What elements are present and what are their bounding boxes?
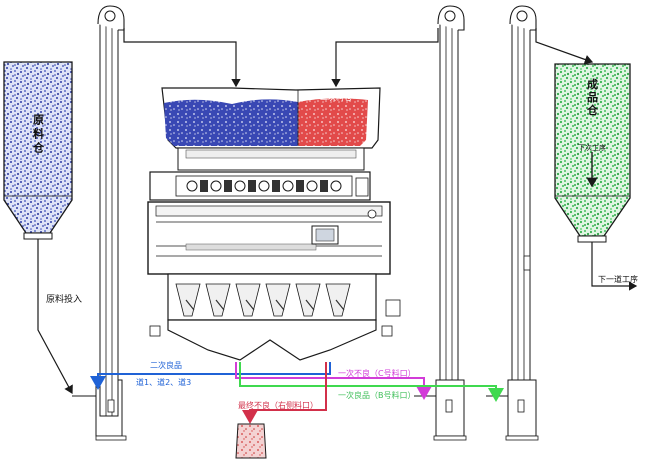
flow-primary-reject <box>235 362 432 400</box>
flow-secondary-good <box>90 362 331 390</box>
finished-inner-label: 下次工序 <box>578 143 606 152</box>
raw-material-bin <box>3 61 73 240</box>
finished-bin-label: 成品仓 <box>586 77 600 117</box>
primary-bin-left-label: 二次料仓 <box>220 92 252 102</box>
next-process-label: 下一道工序 <box>598 274 638 284</box>
raw-feed-pipe <box>37 239 73 395</box>
bucket-elevator-left <box>72 5 127 441</box>
ejector-chutes <box>175 283 351 317</box>
flow-final-reject <box>242 362 327 424</box>
chute-elevator-right <box>535 28 594 65</box>
secondary-good-label: 二次良品 <box>150 360 182 370</box>
reject-bag <box>235 423 267 459</box>
primary-bin-right-label: 二次料仓 <box>320 92 352 102</box>
channels-label: 道1、道2、道3 <box>136 377 191 387</box>
bucket-elevator-middle <box>414 5 467 441</box>
chute-elevator-middle <box>331 28 439 88</box>
primary-good-label: 一次良品（B号料口） <box>338 390 416 400</box>
raw-bin-label: 原料仓 <box>32 114 46 156</box>
color-sorter-machine <box>147 87 401 361</box>
flow-primary-good <box>239 362 504 402</box>
finished-output-pipe <box>591 242 638 291</box>
raw-input-label: 原料投入 <box>46 293 82 305</box>
chute-elevator-left <box>123 28 241 88</box>
bucket-elevator-right <box>486 5 539 441</box>
final-reject-label: 最终不良（右侧料口） <box>238 400 318 410</box>
feeder-units <box>186 180 342 192</box>
primary-reject-label: 一次不良（C号料口） <box>338 368 416 378</box>
